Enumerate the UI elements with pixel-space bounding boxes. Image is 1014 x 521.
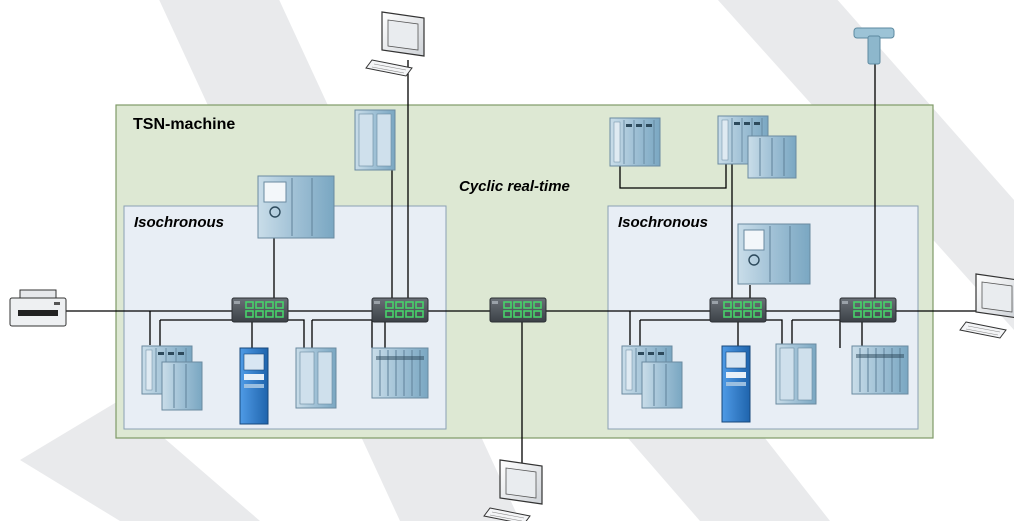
drive-icon-left bbox=[239, 347, 269, 425]
io-module-icon-left-c bbox=[371, 347, 429, 399]
io-module-icon-right-c bbox=[851, 345, 909, 395]
network-switch-icon-center bbox=[489, 297, 547, 323]
network-switch-icon-right-center bbox=[709, 297, 767, 323]
io-module-icon-right-b bbox=[775, 343, 817, 405]
computer-icon-right bbox=[959, 273, 1014, 339]
computer-icon-top bbox=[365, 11, 425, 77]
isochronous-label-right: Isochronous bbox=[618, 214, 709, 231]
cyclic-real-time-label: Cyclic real-time bbox=[459, 178, 570, 195]
plc-cpu-icon-left bbox=[257, 175, 335, 239]
io-module-icon-top-right-2 bbox=[717, 115, 797, 179]
handheld-scanner-icon bbox=[853, 27, 895, 65]
network-switch-icon-right bbox=[839, 297, 897, 323]
printer-icon bbox=[9, 289, 67, 327]
io-module-icon-top bbox=[354, 109, 396, 171]
io-module-icon-left-a bbox=[141, 345, 203, 411]
plc-cpu-icon-right bbox=[737, 223, 811, 285]
io-module-icon-right-a bbox=[621, 345, 683, 409]
tsn-machine-title: TSN-machine bbox=[133, 116, 236, 133]
io-module-icon-top-right-1 bbox=[609, 117, 661, 167]
network-switch-icon-left bbox=[231, 297, 289, 323]
isochronous-label-left: Isochronous bbox=[134, 214, 225, 231]
drive-icon-right bbox=[721, 345, 751, 423]
network-switch-icon-left-center bbox=[371, 297, 429, 323]
io-module-icon-left-b bbox=[295, 347, 337, 409]
